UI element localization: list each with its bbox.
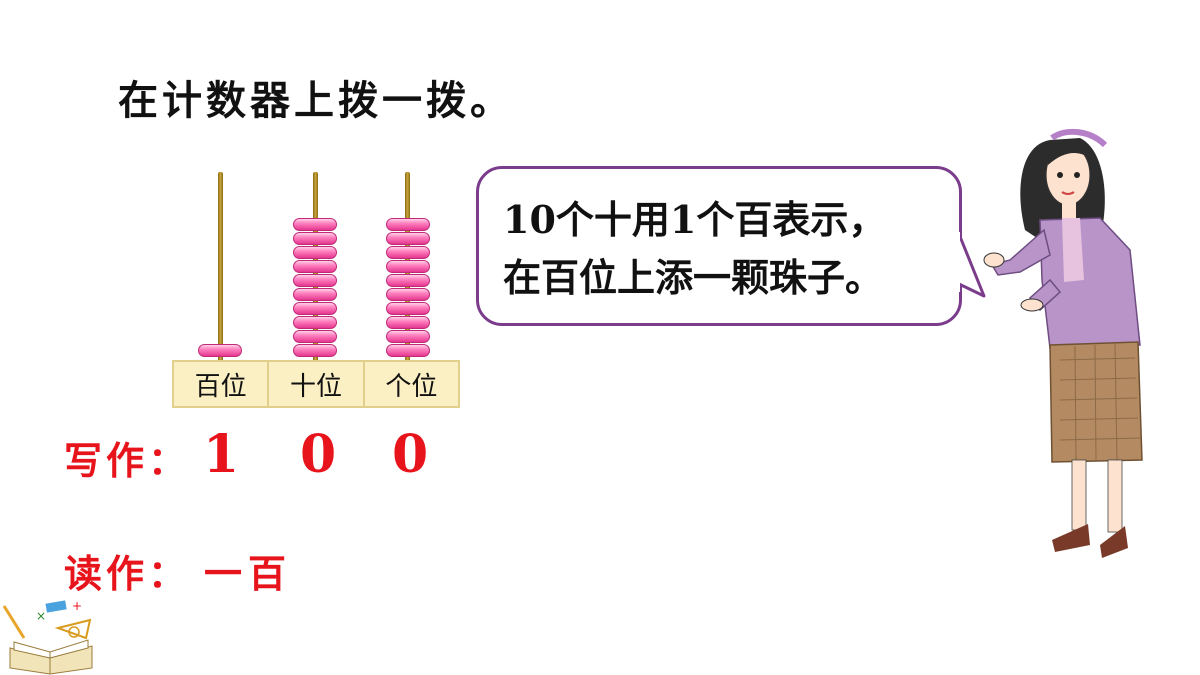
bead-tens[interactable] — [293, 232, 337, 245]
bead-tens[interactable] — [293, 218, 337, 231]
place-label-tens: 十位 — [269, 362, 365, 406]
read-label: 读作： — [64, 552, 191, 596]
digit-hundreds: 1 — [203, 424, 240, 485]
bubble-line-2: 在百位上添一颗珠子。 — [503, 255, 884, 300]
bead-ones[interactable] — [386, 302, 430, 315]
bead-ones[interactable] — [386, 288, 430, 301]
bead-tens[interactable] — [293, 302, 337, 315]
bead-tens[interactable] — [293, 288, 337, 301]
bead-tens[interactable] — [293, 316, 337, 329]
bead-ones[interactable] — [386, 232, 430, 245]
place-label-ones: 个位 — [385, 371, 438, 402]
bead-ones[interactable] — [386, 316, 430, 329]
teacher-illustration-icon — [983, 128, 1143, 558]
read-value: 一百 — [204, 552, 293, 596]
rod-hundreds — [218, 172, 223, 362]
speech-bubble: 10个十用1个百表示， 在百位上添一颗珠子。 — [476, 166, 962, 326]
bead-tens[interactable] — [293, 344, 337, 357]
bubble-line-1: 10个十用1个百表示， — [503, 197, 887, 242]
svg-text:×: × — [36, 609, 46, 623]
bead-tens[interactable] — [293, 246, 337, 259]
bead-hundreds[interactable] — [198, 344, 242, 357]
bead-tens[interactable] — [293, 260, 337, 273]
bead-ones[interactable] — [386, 344, 430, 357]
abacus: 百位 十位 个位 — [0, 0, 480, 420]
abacus-base: 百位 十位 个位 — [172, 360, 460, 408]
digit-ones: 0 — [392, 424, 429, 485]
math-book-icon: + × — [2, 599, 93, 675]
page-title: 在计数器上拨一拨。 — [118, 78, 514, 124]
bead-ones[interactable] — [386, 246, 430, 259]
place-label-hundreds: 百位 — [174, 362, 270, 406]
svg-text:+: + — [72, 599, 82, 613]
bead-ones[interactable] — [386, 274, 430, 287]
bead-tens[interactable] — [293, 274, 337, 287]
bead-ones[interactable] — [386, 218, 430, 231]
write-label: 写作： — [64, 439, 191, 483]
bead-tens[interactable] — [293, 330, 337, 343]
digit-tens: 0 — [300, 424, 337, 485]
bubble-tail — [950, 232, 986, 298]
bead-ones[interactable] — [386, 330, 430, 343]
bead-ones[interactable] — [386, 260, 430, 273]
